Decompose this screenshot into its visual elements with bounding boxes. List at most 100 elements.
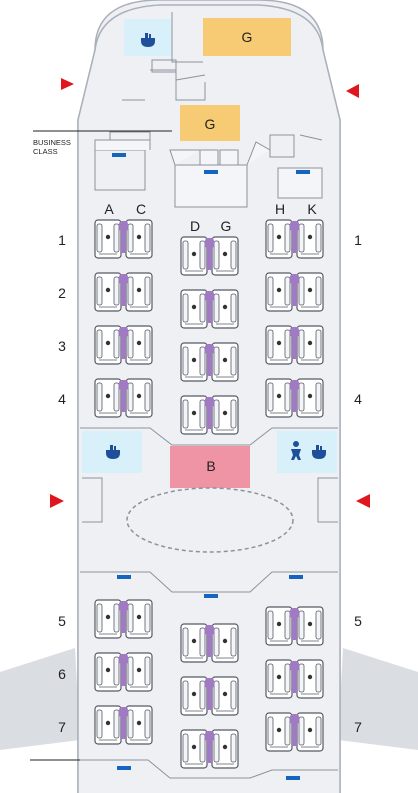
seat[interactable]: [180, 623, 208, 663]
seat[interactable]: [125, 599, 153, 639]
seat[interactable]: [180, 676, 208, 716]
seat-console: [118, 707, 129, 739]
seat[interactable]: [265, 606, 293, 646]
seat-console: [118, 654, 129, 686]
seat[interactable]: [265, 272, 293, 312]
galley-mid-label: G: [205, 116, 216, 132]
seat[interactable]: [265, 712, 293, 752]
row-label-right: 1: [354, 232, 362, 248]
column-label-h: H: [275, 201, 285, 217]
seat[interactable]: [180, 395, 208, 435]
seat[interactable]: [94, 378, 122, 418]
seat[interactable]: [211, 395, 239, 435]
exit-arrow-icon: [50, 494, 64, 508]
column-label-d: D: [190, 218, 200, 234]
door-light: [112, 153, 126, 157]
business-class-label: BUSINESS CLASS: [33, 138, 71, 156]
seat-pair: [180, 676, 239, 716]
row-label-left: 1: [58, 232, 66, 248]
seat[interactable]: [265, 378, 293, 418]
column-label-g: G: [221, 218, 232, 234]
seat[interactable]: [211, 342, 239, 382]
seat[interactable]: [94, 325, 122, 365]
seat[interactable]: [265, 325, 293, 365]
seat-pair: [265, 606, 324, 646]
seat-console: [118, 601, 129, 633]
seat-pair: [265, 272, 324, 312]
seat[interactable]: [180, 729, 208, 769]
seat[interactable]: [94, 652, 122, 692]
seat-pair: [265, 219, 324, 259]
seat-console: [289, 274, 300, 306]
seat[interactable]: [125, 272, 153, 312]
column-label-a: A: [104, 201, 114, 217]
seat[interactable]: [296, 659, 324, 699]
galley-mid: [180, 105, 240, 141]
seat[interactable]: [94, 599, 122, 639]
seat[interactable]: [211, 289, 239, 329]
seat[interactable]: [296, 325, 324, 365]
seat[interactable]: [125, 325, 153, 365]
seat-pair: [180, 729, 239, 769]
row-label-left: 7: [58, 719, 66, 735]
seat[interactable]: [296, 606, 324, 646]
seat[interactable]: [94, 272, 122, 312]
seat-pair: [94, 325, 153, 365]
seat-console: [289, 714, 300, 746]
seat[interactable]: [296, 378, 324, 418]
seat-console: [204, 238, 215, 270]
row-label-left: 4: [58, 391, 66, 407]
seat[interactable]: [125, 378, 153, 418]
seat-console: [118, 221, 129, 253]
fuselage-outline: [77, 4, 341, 793]
seat[interactable]: [94, 705, 122, 745]
galley-top: [203, 18, 291, 56]
seat-console: [204, 291, 215, 323]
seat[interactable]: [180, 342, 208, 382]
seat[interactable]: [296, 219, 324, 259]
seat-console: [118, 327, 129, 359]
seat-pair: [265, 712, 324, 752]
seat[interactable]: [211, 676, 239, 716]
row-label-left: 3: [58, 338, 66, 354]
seat-console: [204, 625, 215, 657]
seat-pair: [180, 236, 239, 276]
bar-area: [170, 446, 250, 488]
baby-changing-icon: [291, 441, 301, 460]
seats: [94, 219, 324, 769]
seat[interactable]: [296, 712, 324, 752]
seat[interactable]: [125, 219, 153, 259]
seat[interactable]: [94, 219, 122, 259]
seat-pair: [180, 623, 239, 663]
seat[interactable]: [296, 272, 324, 312]
seat-pair: [180, 395, 239, 435]
galley-top-label: G: [242, 29, 253, 45]
exit-arrow-icon: [61, 78, 74, 90]
seat[interactable]: [211, 729, 239, 769]
seat-pair: [94, 378, 153, 418]
seat[interactable]: [211, 623, 239, 663]
seat-pair: [94, 705, 153, 745]
row-label-left: 2: [58, 285, 66, 301]
seat-pair: [180, 289, 239, 329]
left-wing: [0, 648, 80, 750]
seat-console: [204, 344, 215, 376]
seat[interactable]: [180, 236, 208, 276]
seat[interactable]: [125, 705, 153, 745]
row-label-right: 4: [354, 391, 362, 407]
seat-pair: [265, 325, 324, 365]
seat-pair: [94, 599, 153, 639]
seat-pair: [94, 652, 153, 692]
seat[interactable]: [265, 659, 293, 699]
seat[interactable]: [211, 236, 239, 276]
seat[interactable]: [180, 289, 208, 329]
seat-console: [118, 380, 129, 412]
seat-console: [204, 678, 215, 710]
seat-pair: [180, 342, 239, 382]
seat-console: [289, 380, 300, 412]
seat[interactable]: [265, 219, 293, 259]
column-label-k: K: [307, 201, 317, 217]
seat[interactable]: [125, 652, 153, 692]
door-light: [296, 170, 310, 174]
exit-arrow-icon: [356, 494, 370, 508]
